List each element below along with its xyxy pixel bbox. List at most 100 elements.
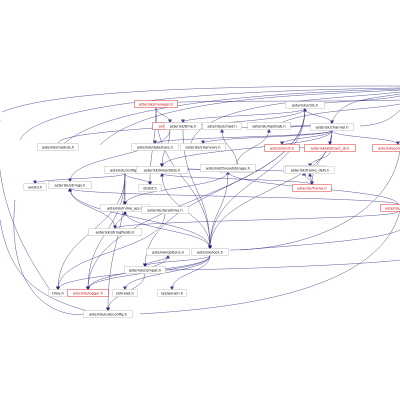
node-box <box>138 184 162 192</box>
node-options[interactable]: asterisk/options.h <box>146 248 190 256</box>
node-box <box>131 143 179 151</box>
node-poll_compat[interactable]: asterisk/poll-compat.h <box>372 144 400 152</box>
long-edge <box>239 229 400 251</box>
node-app[interactable]: asterisk/app.h <box>380 204 400 212</box>
node-box <box>157 289 187 297</box>
node-stdint[interactable]: stdint.h <box>138 184 162 192</box>
node-manager[interactable]: asterisk/manager.h <box>134 100 178 108</box>
node-label: asterisk/frame.h <box>297 186 326 190</box>
edge-channel-to-chanvars <box>201 130 333 145</box>
node-label: asterisk/config.h <box>110 168 140 172</box>
node-label: asterisk/chanvars.h <box>185 145 220 149</box>
node-linkedlists[interactable]: asterisk/linkedlists.h <box>136 166 188 174</box>
node-box <box>48 181 92 189</box>
long-edge-group <box>0 85 400 315</box>
node-label: asterisk/linkedlists.h <box>144 168 181 172</box>
node-box <box>136 166 188 174</box>
node-box <box>37 143 79 151</box>
node-lock[interactable]: asterisk/lock.h <box>191 248 229 256</box>
node-label: asterisk/strings.h <box>55 183 86 187</box>
edge-stringfields-to-strings <box>68 187 116 229</box>
node-hashtab[interactable]: asterisk/hashtab.h <box>247 122 291 130</box>
edge-config-to-stdint <box>124 173 152 186</box>
edge-threadstorage-to-inline_api <box>123 171 229 206</box>
node-label: asterisk/abstract_jb.h <box>311 146 350 150</box>
node-unistd[interactable]: unistd.h <box>23 183 47 191</box>
edge-lock-to-compat <box>143 255 211 268</box>
edge-frame-to-linkedlists <box>160 172 313 185</box>
long-edge <box>159 259 400 271</box>
edge-lock-to-pthread <box>123 255 211 291</box>
node-box <box>202 122 242 130</box>
node-autoconfig[interactable]: asterisk/autoconfig.h <box>83 310 133 318</box>
edge-channel-to-frame <box>310 130 333 186</box>
node-logger[interactable]: asterisk/logger.h <box>67 289 109 297</box>
node-box <box>134 100 178 108</box>
node-box <box>200 164 256 172</box>
node-label: asterisk/threadstorage.h <box>206 166 250 170</box>
edge-utils-to-channel <box>304 108 334 125</box>
long-edge <box>99 89 400 146</box>
node-label: asterisk/cdr.h <box>270 146 294 150</box>
node-localtime[interactable]: asterisk/localtime.h <box>141 206 189 214</box>
node-label: asterisk/options.h <box>152 250 184 254</box>
node-module[interactable]: asterisk/module.h <box>37 143 79 151</box>
node-box <box>112 289 138 297</box>
node-label: asterisk/lock.h <box>197 250 223 254</box>
edge-utils-to-logger <box>86 108 306 291</box>
edge-threadstorage-to-lock <box>208 171 229 250</box>
edge-manager-to-cli <box>155 107 172 124</box>
node-label: asterisk/datastore.h <box>137 145 173 149</box>
node-stringfields[interactable]: asterisk/stringfields.h <box>88 228 142 236</box>
edge-channel-to-poll_compat <box>331 130 400 146</box>
node-box <box>285 101 325 109</box>
node-cdr[interactable]: asterisk/cdr.h <box>264 144 300 152</box>
node-sysparam[interactable]: sys/param.h <box>157 289 187 297</box>
node-label: asterisk/inline_api.h <box>107 206 143 210</box>
node-sched[interactable]: asterisk/sched.h <box>202 122 242 130</box>
long-edge <box>139 209 400 315</box>
long-edge <box>0 219 101 315</box>
node-box <box>304 144 356 152</box>
node-datastore[interactable]: asterisk/datastore.h <box>131 143 179 151</box>
node-pthread[interactable]: pthread.h <box>112 289 138 297</box>
node-label: asterisk/hashtab.h <box>252 124 285 128</box>
node-time[interactable]: time.h <box>48 289 68 297</box>
node-box <box>285 166 335 174</box>
long-edge <box>1 85 400 113</box>
edge-channel-to-datastore <box>153 130 333 145</box>
node-label: asterisk/utils.h <box>292 103 318 107</box>
node-utils[interactable]: asterisk/utils.h <box>285 101 325 109</box>
edge-pbx-to-hashtab <box>236 128 271 166</box>
node-box <box>23 183 47 191</box>
node-threadstorage[interactable]: asterisk/threadstorage.h <box>200 164 256 172</box>
edge-app-to-stringfields <box>113 211 399 230</box>
edge-channel-to-cdr <box>280 130 333 146</box>
node-compat[interactable]: asterisk/compat.h <box>124 266 166 274</box>
node-box <box>191 248 229 256</box>
edge-options-to-compat <box>143 255 169 268</box>
node-frame[interactable]: asterisk/frame.h <box>292 184 332 192</box>
long-edge <box>359 109 400 127</box>
node-time_ast[interactable]: asterisk/time.h <box>164 122 202 130</box>
node-chanvars[interactable]: asterisk/chanvars.h <box>180 143 226 151</box>
node-label: asterisk/time.h <box>170 124 197 128</box>
node-box <box>146 248 190 256</box>
node-label: time.h <box>52 291 64 295</box>
node-box <box>372 144 400 152</box>
node-frame_defs[interactable]: asterisk/frame_defs.h <box>285 166 335 174</box>
node-box <box>180 143 226 151</box>
long-edge <box>159 99 400 104</box>
node-strings[interactable]: asterisk/strings.h <box>48 181 92 189</box>
edge-strings-to-lock <box>69 188 212 250</box>
node-box <box>264 144 300 152</box>
long-edge <box>19 87 400 141</box>
node-label: asterisk/stringfields.h <box>96 230 135 234</box>
long-edge <box>274 103 400 127</box>
edge-utils-to-lock <box>208 108 306 250</box>
node-group: asterisk/manager.h asterisk/module.h aster… <box>23 100 400 318</box>
node-label: asterisk/sched.h <box>207 124 236 128</box>
node-channel[interactable]: asterisk/channel.h <box>310 123 354 131</box>
node-abstract_jb[interactable]: asterisk/abstract_jb.h <box>304 144 356 152</box>
